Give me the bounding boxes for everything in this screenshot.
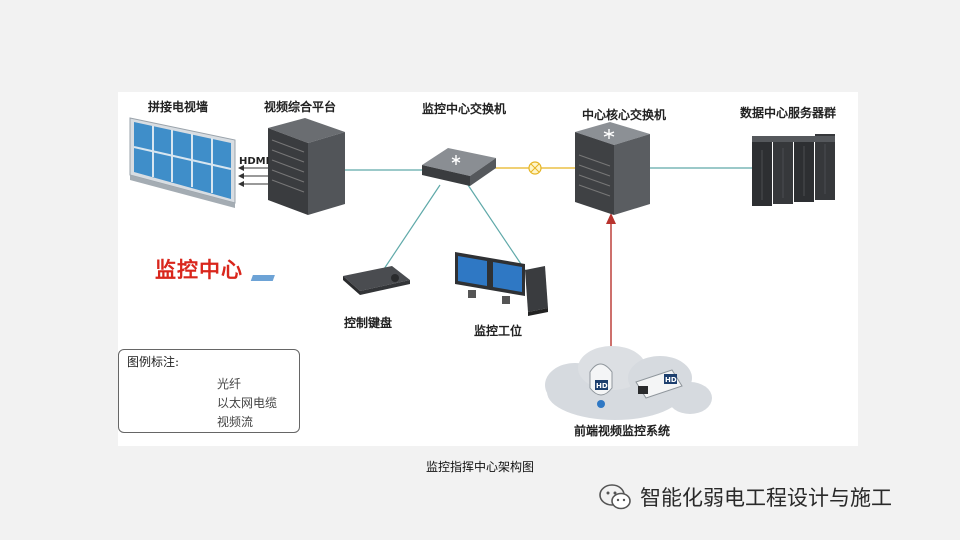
- video-wall-icon: [129, 117, 236, 208]
- legend-item-ethernet: 以太网电缆: [217, 396, 278, 410]
- workstation-icon: [455, 252, 548, 316]
- diagram-caption: 监控指挥中心架构图: [425, 460, 534, 474]
- legend-title: 图例标注:: [127, 355, 180, 369]
- legend-box: 图例标注: 光纤 以太网电缆 视频流: [118, 349, 300, 433]
- watermark-text: 智能化弱电工程设计与施工: [640, 486, 892, 510]
- monitor-center-title: 监控中心: [155, 258, 243, 282]
- hd-label-bullet: HD: [665, 376, 677, 384]
- legend-item-fiber: 光纤: [217, 377, 242, 391]
- monitor-switch-icon: [422, 148, 496, 186]
- fiber-connector-icon: [528, 161, 542, 175]
- label-workstation: 监控工位: [474, 324, 523, 338]
- label-video-platform: 视频综合平台: [264, 100, 337, 114]
- ethernet-line-switch-keyboard: [381, 184, 441, 273]
- label-control-keyboard: 控制键盘: [344, 316, 393, 330]
- ethernet-line-switch-workstation: [467, 184, 526, 271]
- label-server-cluster: 数据中心服务器群: [740, 106, 837, 120]
- label-video-wall: 拼接电视墙: [148, 100, 209, 114]
- legend-item-videostream: 视频流: [217, 415, 254, 429]
- label-frontend: 前端视频监控系统: [574, 424, 671, 438]
- label-monitor-switch: 监控中心交换机: [422, 102, 507, 116]
- control-keyboard-icon: [250, 266, 410, 295]
- hdmi-label: HDMI: [239, 156, 269, 167]
- hdmi-arrows: [238, 165, 268, 187]
- frontend-cloud-icon: [545, 346, 712, 420]
- watermark: 智能化弱电工程设计与施工: [598, 482, 892, 512]
- label-core-switch: 中心核心交换机: [582, 108, 667, 122]
- videostream-arrowhead: [606, 213, 616, 224]
- wechat-icon: [599, 484, 631, 510]
- hd-label-dome: HD: [596, 382, 608, 390]
- core-switch-icon: [575, 122, 650, 215]
- server-cluster-icon: [752, 134, 835, 206]
- video-platform-icon: [268, 118, 345, 215]
